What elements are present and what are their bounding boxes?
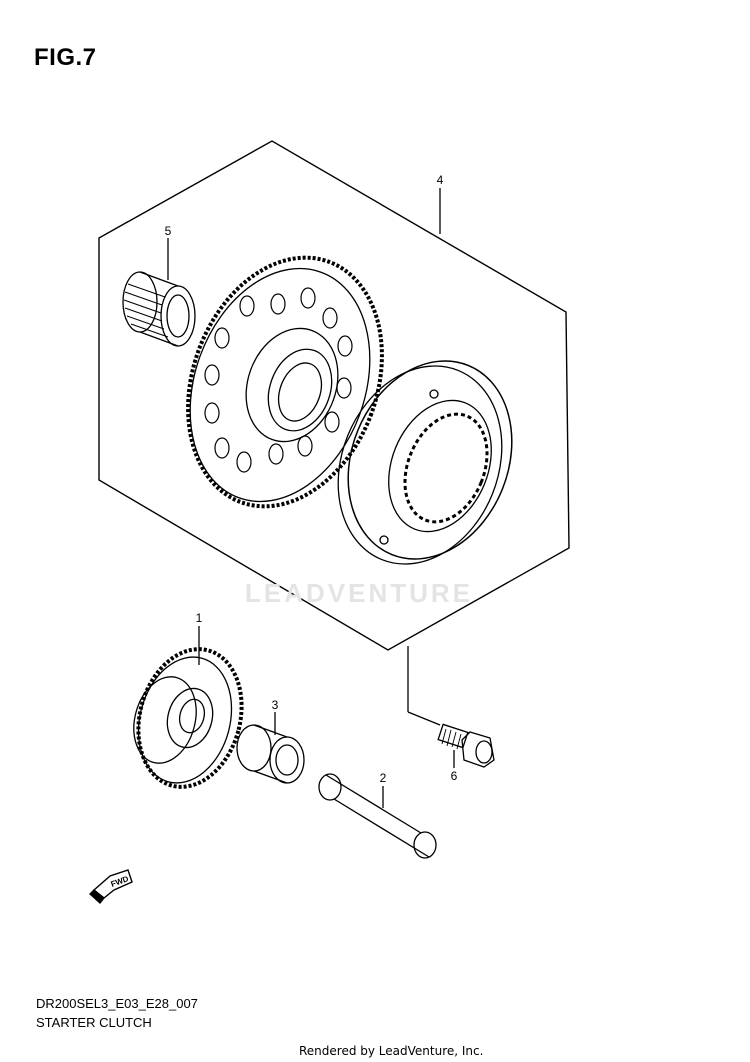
watermark: LEADVENTURE — [245, 578, 474, 608]
bolt-part-6 — [437, 723, 495, 768]
figure-code: DR200SEL3_E03_E28_007 — [36, 996, 198, 1011]
callout-5: 5 — [165, 224, 172, 238]
needle-bearing-part-5 — [122, 271, 196, 347]
rendered-by-footer: Rendered by LeadVenture, Inc. — [299, 1044, 484, 1058]
leader-4-bolt-b — [407, 711, 441, 726]
figure-title: FIG.7 — [34, 44, 97, 71]
idle-gear-part-1 — [133, 647, 244, 789]
fwd-arrow-icon: FWD — [89, 869, 133, 904]
callout-1: 1 — [196, 611, 203, 625]
callout-3: 3 — [272, 698, 279, 712]
shaft-part-2 — [318, 773, 437, 859]
bushing-part-3 — [236, 724, 305, 784]
callout-2: 2 — [380, 771, 387, 785]
figure-caption: STARTER CLUTCH — [36, 1015, 152, 1030]
assembly-box — [98, 140, 570, 651]
callout-4: 4 — [437, 173, 444, 187]
starter-driven-gear — [186, 255, 384, 509]
callout-6: 6 — [451, 769, 458, 783]
one-way-clutch — [337, 360, 513, 565]
